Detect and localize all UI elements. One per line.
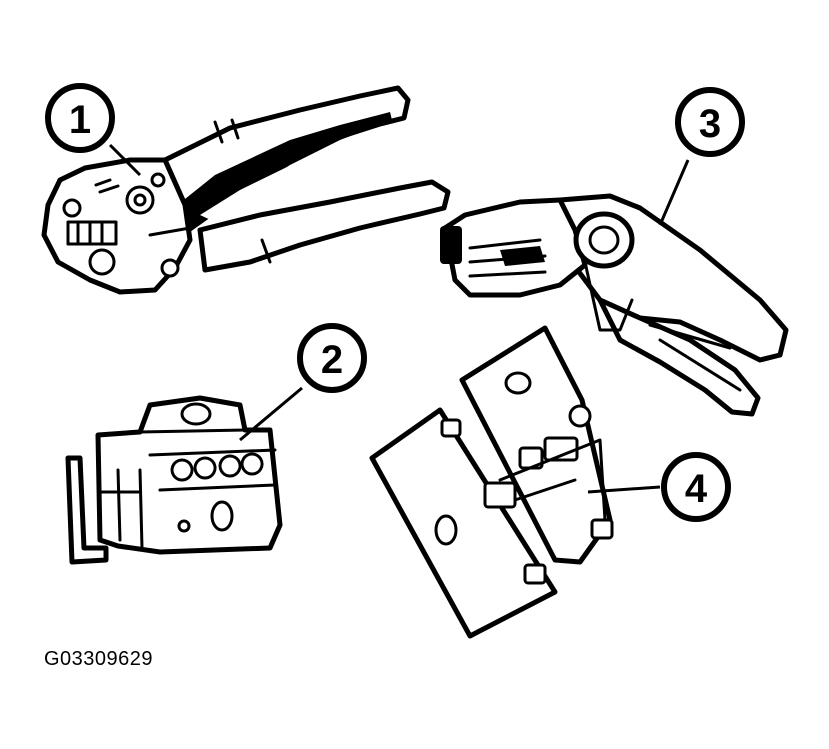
figure-code: G03309629 [44, 648, 154, 670]
callout-label-1: 1 [69, 98, 91, 142]
callout-2: 2 [297, 323, 367, 393]
callout-label-3: 3 [699, 102, 721, 146]
callout-4: 4 [661, 452, 731, 522]
wire-stripper-tool [440, 193, 789, 417]
crimping-pliers-tool [41, 85, 451, 295]
leader-line-1 [108, 143, 142, 177]
callout-1: 1 [45, 83, 115, 153]
callout-label-4: 4 [685, 467, 708, 511]
leader-line-3 [658, 159, 690, 226]
callout-label-2: 2 [321, 338, 343, 382]
die-plate-set [369, 325, 614, 639]
leader-line-2 [239, 386, 303, 442]
leader-line-4 [587, 485, 661, 494]
crimp-die-block [65, 395, 283, 565]
callout-3: 3 [675, 87, 745, 157]
